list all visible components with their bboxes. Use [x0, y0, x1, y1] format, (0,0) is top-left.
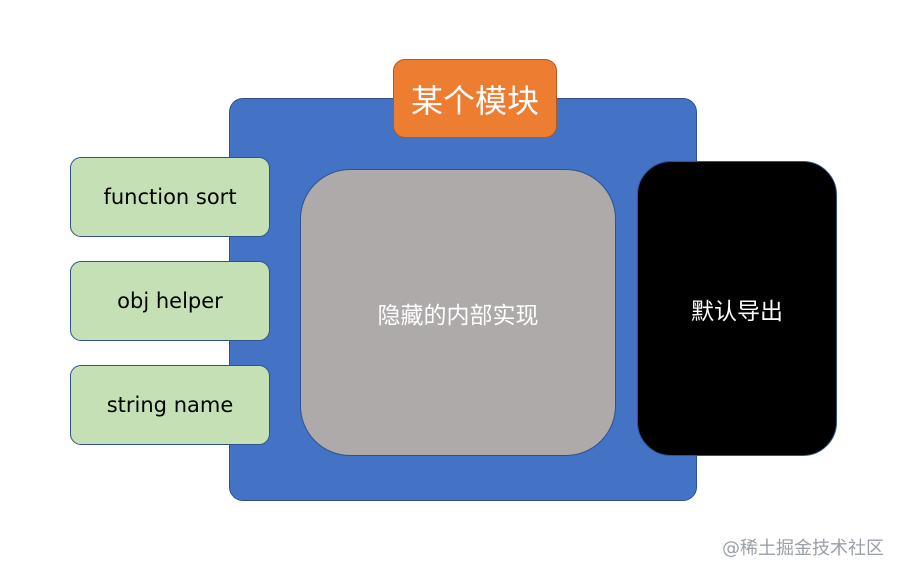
default-export-box: 默认导出: [637, 161, 837, 456]
named-export-function-sort: function sort: [70, 157, 270, 237]
module-title: 某个模块: [393, 59, 557, 138]
named-export-obj-helper: obj helper: [70, 261, 270, 341]
named-export-string-name: string name: [70, 365, 270, 445]
hidden-implementation-box: 隐藏的内部实现: [300, 169, 616, 456]
watermark: @稀土掘金技术社区: [722, 538, 884, 559]
